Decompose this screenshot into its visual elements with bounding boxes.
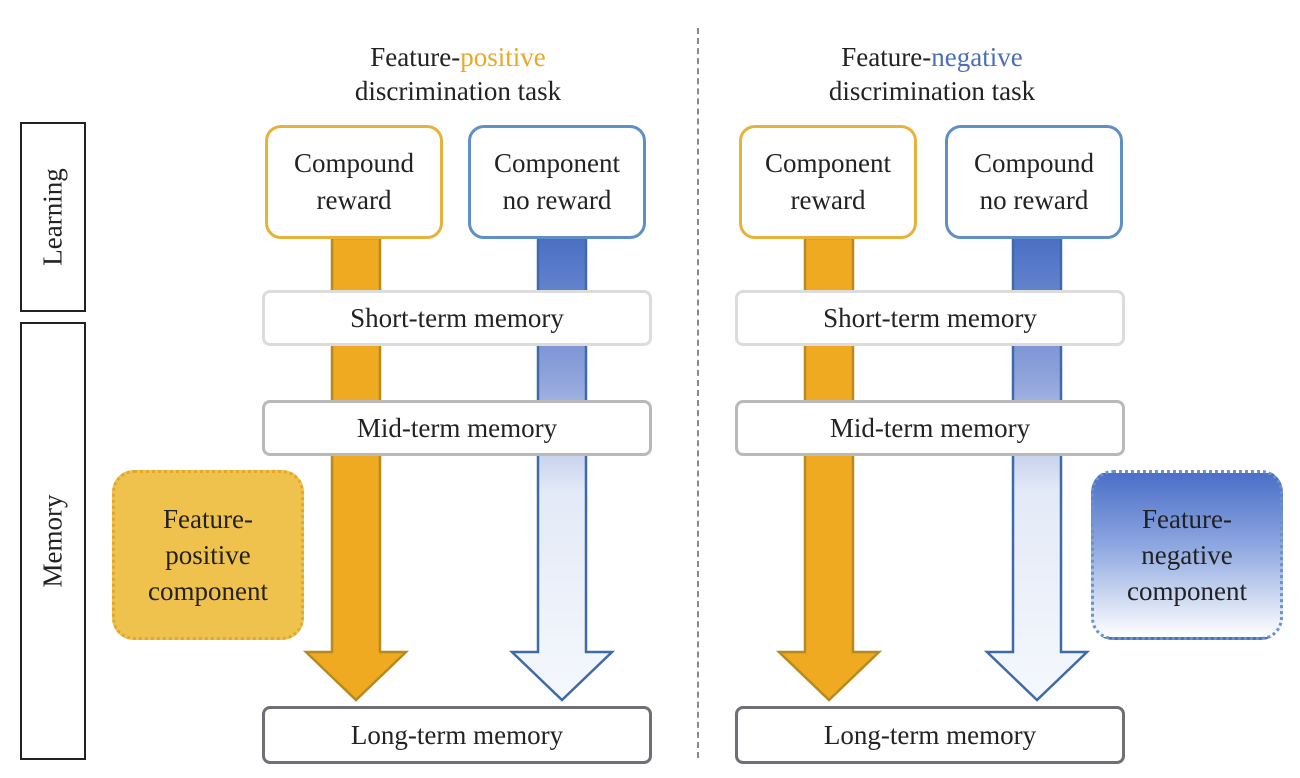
left-noreward-line1: Component bbox=[494, 148, 620, 178]
right-title-prefix: Feature- bbox=[841, 42, 932, 72]
fp-component-line2: positive bbox=[165, 540, 251, 570]
left-mid-term-label: Mid-term memory bbox=[356, 412, 558, 443]
right-short-term-label: Short-term memory bbox=[823, 302, 1037, 333]
feature-negative-component: Feature- negative component bbox=[1091, 470, 1283, 640]
fp-component-line3: component bbox=[148, 576, 268, 606]
left-noreward-line2: no reward bbox=[502, 185, 612, 215]
left-title-line2: discrimination task bbox=[354, 76, 562, 106]
memory-label-box: Memory bbox=[20, 322, 86, 760]
memory-label: Memory bbox=[37, 494, 68, 588]
left-reward-line1: Compound bbox=[293, 148, 414, 178]
left-long-term-memory: Long-term memory bbox=[262, 706, 652, 764]
right-noreward-line2: no reward bbox=[979, 185, 1089, 215]
panel-divider bbox=[697, 28, 699, 758]
left-mid-term-memory: Mid-term memory bbox=[262, 400, 652, 456]
right-reward-line1: Component bbox=[765, 148, 891, 178]
left-noreward-box: Component no reward bbox=[468, 125, 646, 239]
right-long-term-memory: Long-term memory bbox=[735, 706, 1125, 764]
left-title-prefix: Feature- bbox=[370, 42, 461, 72]
right-title-line2: discrimination task bbox=[828, 76, 1036, 106]
right-mid-term-memory: Mid-term memory bbox=[735, 400, 1125, 456]
feature-positive-component: Feature- positive component bbox=[112, 470, 304, 640]
right-title-highlight: negative bbox=[931, 42, 1023, 72]
left-short-term-memory: Short-term memory bbox=[262, 290, 652, 346]
left-title-highlight: positive bbox=[460, 42, 546, 72]
learning-label: Learning bbox=[37, 168, 68, 266]
fn-component-line2: negative bbox=[1141, 540, 1233, 570]
learning-label-box: Learning bbox=[20, 122, 86, 312]
right-reward-box: Component reward bbox=[739, 125, 917, 239]
left-short-term-label: Short-term memory bbox=[350, 302, 564, 333]
fp-component-line1: Feature- bbox=[163, 504, 253, 534]
right-mid-term-label: Mid-term memory bbox=[829, 412, 1031, 443]
left-reward-box: Compound reward bbox=[265, 125, 443, 239]
right-noreward-line1: Compound bbox=[973, 148, 1094, 178]
right-task-title: Feature-negative discrimination task bbox=[732, 40, 1132, 108]
left-long-term-label: Long-term memory bbox=[350, 719, 564, 750]
fn-component-line1: Feature- bbox=[1142, 504, 1232, 534]
right-long-term-label: Long-term memory bbox=[823, 719, 1037, 750]
fn-component-line3: component bbox=[1127, 576, 1247, 606]
right-noreward-box: Compound no reward bbox=[945, 125, 1123, 239]
left-task-title: Feature-positive discrimination task bbox=[258, 40, 658, 108]
right-short-term-memory: Short-term memory bbox=[735, 290, 1125, 346]
right-reward-line2: reward bbox=[790, 185, 866, 215]
left-reward-line2: reward bbox=[316, 185, 392, 215]
